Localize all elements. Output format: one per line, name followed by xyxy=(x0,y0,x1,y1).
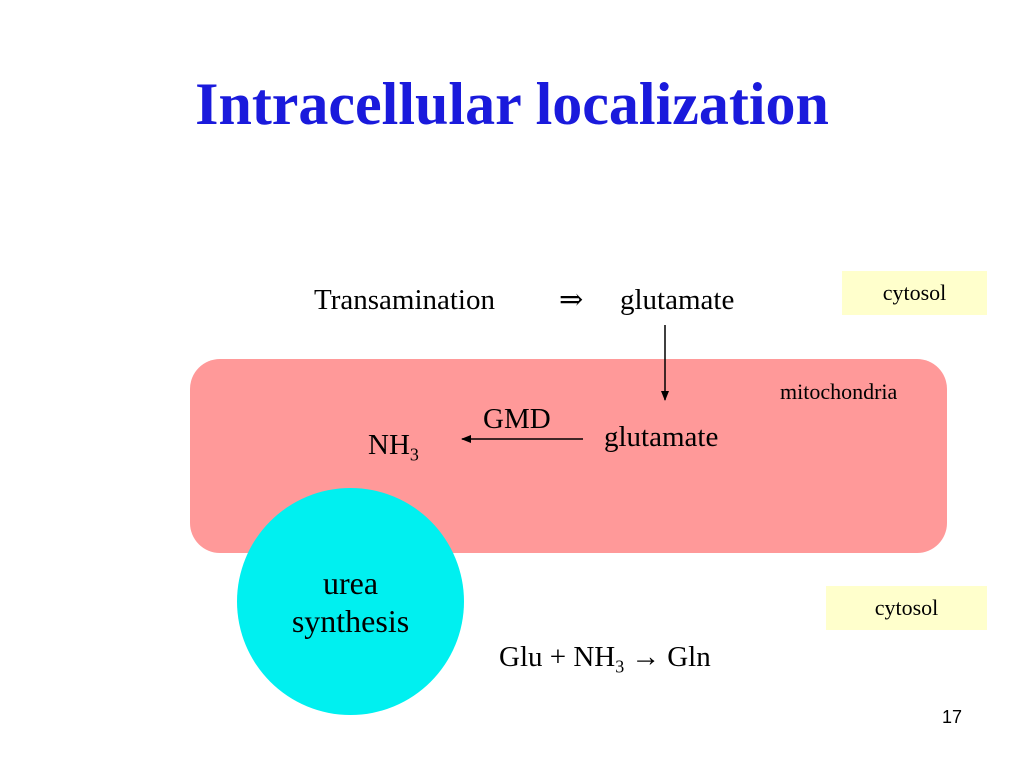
nh3-subscript: 3 xyxy=(409,444,419,465)
page-number: 17 xyxy=(941,707,962,727)
gln-reaction: Glu + NH3 →Gln xyxy=(499,641,711,676)
gmd-enzyme-label: GMD xyxy=(483,403,551,435)
nh3-label: NH3 xyxy=(368,429,419,464)
nh3-main-text: NH xyxy=(368,429,410,461)
mitochondria-label: mitochondria xyxy=(780,379,898,404)
cytosol-tag-bottom: cytosol xyxy=(826,586,987,630)
page-title: Intracellular localization xyxy=(195,71,829,137)
glutamate-mito-label: glutamate xyxy=(604,421,719,453)
cytosol-tag-bottom-label: cytosol xyxy=(874,595,939,620)
gln-reaction-arrow-icon: → xyxy=(631,641,661,673)
implies-arrow-icon: ⇒ xyxy=(559,284,584,316)
cytosol-tag-top-label: cytosol xyxy=(882,280,947,305)
gln-reaction-subscript: 3 xyxy=(615,656,625,677)
gln-reaction-left: Glu + NH xyxy=(499,641,616,673)
urea-line2: synthesis xyxy=(291,602,410,639)
glutamate-cytosol-label: glutamate xyxy=(620,284,735,316)
urea-line1: urea xyxy=(322,564,379,601)
transamination-label: Transamination xyxy=(314,284,495,316)
gln-reaction-right: Gln xyxy=(667,641,711,673)
urea-synthesis-circle: urea synthesis xyxy=(237,488,464,715)
cytosol-tag-top: cytosol xyxy=(842,271,987,315)
